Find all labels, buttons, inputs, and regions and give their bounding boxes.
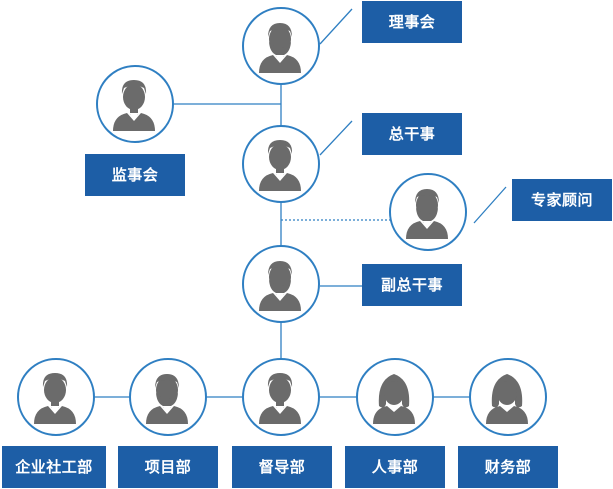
- secretary-label-connector: [319, 120, 353, 156]
- finance-dept-label: 财务部: [458, 446, 558, 488]
- male-beard-avatar-icon: [406, 189, 448, 239]
- experts-label: 专家顾问: [512, 179, 612, 221]
- board-node: [242, 7, 320, 85]
- project-dept-label: 项目部: [118, 446, 218, 488]
- supervision-dept-label: 督导部: [232, 446, 332, 488]
- secretary-general-label: 总干事: [362, 113, 462, 155]
- board-label: 理事会: [362, 1, 462, 43]
- male-avatar-icon: [259, 140, 301, 191]
- hr-dept-node: [356, 358, 434, 436]
- experts-label-connector: [473, 186, 507, 224]
- supervisors-node: [96, 65, 174, 143]
- hr-dept-label: 人事部: [345, 446, 445, 488]
- male-avatar-icon: [113, 80, 155, 131]
- male-avatar-icon: [259, 373, 301, 424]
- male-beard-avatar-icon: [259, 261, 301, 311]
- project-dept-node: [129, 358, 207, 436]
- male-avatar-icon: [34, 373, 76, 424]
- male-beard-avatar-icon: [146, 374, 188, 424]
- female-avatar-icon: [373, 374, 415, 424]
- social-work-dept-label: 企业社工部: [2, 446, 106, 488]
- male-beard-avatar-icon: [259, 23, 301, 73]
- female-avatar-icon: [486, 374, 528, 424]
- secretary-general-node: [242, 125, 320, 203]
- supervision-dept-node: [242, 358, 320, 436]
- supervisors-label: 监事会: [85, 154, 185, 196]
- deputy-secretary-general-label: 副总干事: [362, 264, 462, 306]
- deputy-secretary-general-node: [242, 245, 320, 323]
- board-label-connector: [319, 8, 353, 45]
- social-work-dept-node: [17, 358, 95, 436]
- finance-dept-node: [469, 358, 547, 436]
- experts-node: [389, 173, 467, 251]
